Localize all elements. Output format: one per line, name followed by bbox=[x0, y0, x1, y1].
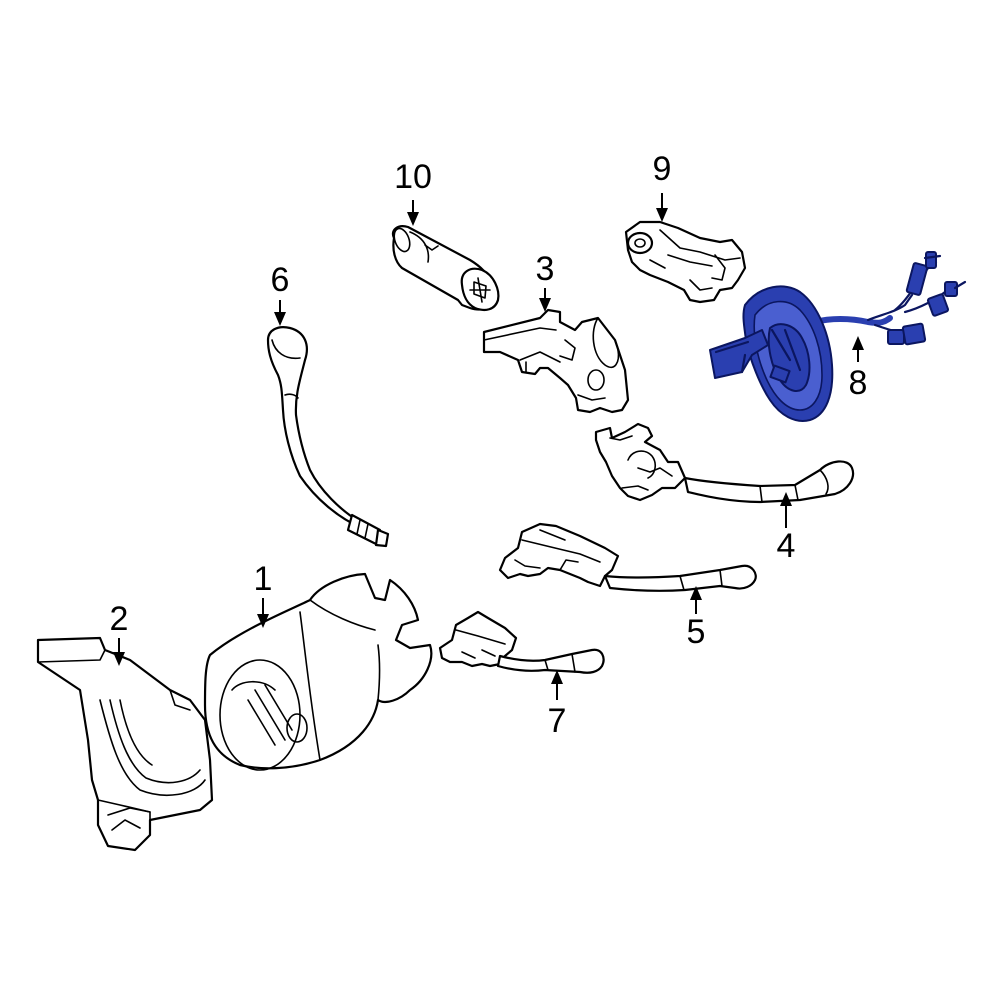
callout-1: 1 bbox=[254, 560, 273, 598]
part-6-lever[interactable] bbox=[266, 326, 390, 548]
callout-9: 9 bbox=[653, 150, 672, 188]
callout-3: 3 bbox=[536, 250, 555, 288]
callout-10: 10 bbox=[394, 158, 432, 196]
part-9-ignition-switch[interactable] bbox=[624, 220, 747, 304]
part-4-turn-signal-switch[interactable] bbox=[594, 422, 855, 504]
part-7-cruise-switch[interactable] bbox=[438, 610, 605, 674]
callout-4: 4 bbox=[777, 527, 796, 565]
part-5-wiper-switch[interactable] bbox=[498, 522, 757, 592]
part-3-switch-housing[interactable] bbox=[482, 308, 630, 414]
callout-5: 5 bbox=[687, 613, 706, 651]
part-1-upper-shroud[interactable] bbox=[203, 572, 433, 771]
callout-6: 6 bbox=[271, 261, 290, 299]
part-8-clockspring[interactable] bbox=[709, 251, 967, 422]
callout-labels: 1 2 3 4 5 6 7 8 9 10 bbox=[110, 150, 868, 740]
part-2-lower-shroud[interactable] bbox=[36, 636, 214, 852]
callout-2: 2 bbox=[110, 600, 129, 638]
callout-8: 8 bbox=[849, 364, 868, 402]
callout-arrows bbox=[113, 193, 864, 700]
callout-7: 7 bbox=[548, 702, 567, 740]
part-10-lock-cylinder[interactable] bbox=[391, 225, 500, 311]
